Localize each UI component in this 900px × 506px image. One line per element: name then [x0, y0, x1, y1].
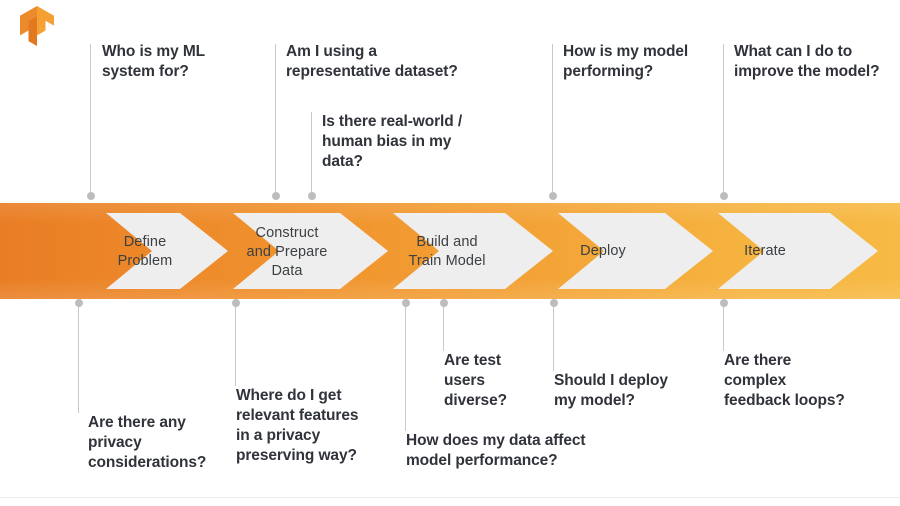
chevron-stage-3 — [393, 213, 553, 289]
connector-line-top-2 — [271, 44, 280, 200]
connector-dot — [271, 192, 280, 200]
connector-line-bottom-6 — [719, 299, 728, 351]
stage-label-construct-and-prepare-data: Construct and Prepare Data — [246, 225, 328, 279]
connector-dot — [74, 299, 83, 307]
connector-line-top-4 — [548, 44, 557, 200]
connector-dot — [86, 192, 95, 200]
connector-line-bottom-2 — [231, 299, 240, 386]
connector-line-top-1 — [86, 44, 95, 200]
chevron-stage-2 — [233, 213, 388, 289]
connector-line-bottom-5 — [549, 299, 558, 371]
question-above-who-is-my-ml-system-for: Who is my ML system for? — [102, 43, 205, 81]
tensorflow-logo — [20, 6, 54, 47]
footer-divider — [0, 497, 900, 498]
connector-line-top-3 — [307, 112, 316, 200]
question-above-is-there-real-world-human-bias-in-my-data: Is there real-world / human bias in my d… — [322, 113, 463, 171]
ml-workflow-banner: Define Problem Construct and Prepare Dat… — [0, 203, 900, 299]
connector-dot — [231, 299, 240, 307]
question-above-how-is-my-model-performing: How is my model performing? — [563, 43, 689, 81]
connector-line-bottom-3 — [401, 299, 410, 431]
connector-line-bottom-1 — [74, 299, 83, 413]
question-above-am-i-using-a-representative-dataset: Am I using a representative dataset? — [286, 43, 458, 81]
stage-label-build-and-train-model: Build and Train Model — [408, 234, 486, 269]
question-below-should-i-deploy-my-model: Should I deploy my model? — [554, 372, 668, 410]
question-below-where-do-i-get-relevant-features-in-a-privacy-preserving-way: Where do I get relevant features in a pr… — [236, 387, 359, 465]
question-below-are-there-complex-feedback-loops: Are there complex feedback loops? — [724, 352, 845, 410]
connector-dot — [439, 299, 448, 307]
chevron-stage-5 — [718, 213, 878, 289]
question-below-are-there-any-privacy-considerations: Are there any privacy considerations? — [88, 414, 207, 472]
connector-line-bottom-4 — [439, 299, 448, 351]
connector-dot — [549, 299, 558, 307]
question-below-are-test-users-diverse: Are test users diverse? — [444, 352, 507, 410]
stage-label-iterate: Iterate — [744, 243, 786, 259]
stage-label-deploy: Deploy — [580, 243, 626, 259]
connector-dot — [401, 299, 410, 307]
connector-dot — [719, 299, 728, 307]
connector-dot — [719, 192, 728, 200]
question-above-what-can-i-do-to-improve-the-model: What can I do to improve the model? — [734, 43, 880, 81]
chevron-stage-1 — [106, 213, 228, 289]
connector-dot — [548, 192, 557, 200]
connector-line-top-5 — [719, 44, 728, 200]
connector-dot — [307, 192, 316, 200]
stage-label-define-problem: Define Problem — [117, 234, 173, 269]
chevron-stage-4 — [558, 213, 713, 289]
question-below-how-does-my-data-affect-model-performance: How does my data affect model performanc… — [406, 432, 586, 470]
chevron-stages-graphic — [106, 213, 878, 289]
